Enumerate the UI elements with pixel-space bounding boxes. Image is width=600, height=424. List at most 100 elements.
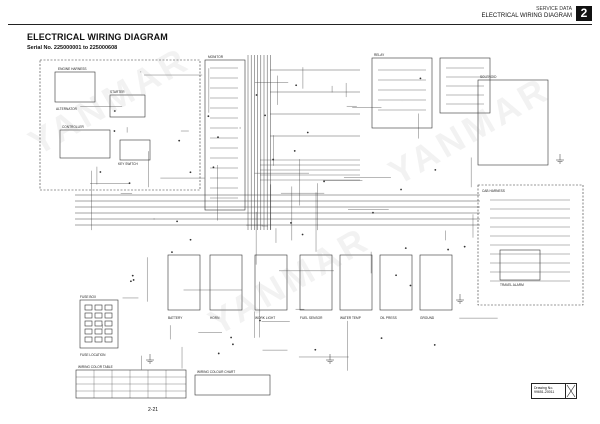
junction-dot: [207, 115, 210, 118]
drawing-label: Drawing No.: [534, 386, 554, 390]
wiring-legend-box: [194, 374, 271, 396]
engine-harness-label: ENGINE HARNESS: [58, 67, 87, 71]
key-switch-box: [119, 139, 151, 161]
starter-box: [109, 94, 146, 118]
water-temp-label: WATER TEMP: [340, 316, 361, 320]
ground-label: GROUND: [420, 316, 435, 320]
junction-dot: [314, 348, 317, 351]
junction-dot: [113, 130, 116, 132]
junction-dot: [447, 248, 450, 251]
junction-dot: [295, 84, 298, 87]
junction-dot: [272, 158, 275, 161]
fuse-slot: [84, 320, 93, 327]
serial-range: Serial No. 225000001 to 225000608: [27, 45, 118, 51]
solenoid-block: [477, 79, 549, 166]
junction-dot: [212, 166, 215, 169]
junction-dot: [395, 274, 397, 277]
junction-dot: [178, 139, 181, 142]
starter-label: STARTER: [110, 90, 125, 94]
junction-dot: [400, 188, 402, 191]
battery-box: [167, 254, 201, 311]
fuse-slot: [84, 304, 93, 311]
fuse-slot: [104, 336, 113, 343]
ground-box: [419, 254, 453, 311]
fuse-slot: [94, 336, 103, 343]
fuel-sensor-label: FUEL SENSOR: [300, 316, 323, 320]
junction-dot: [189, 238, 192, 241]
section-header: SERVICE DATA ELECTRICAL WIRING DIAGRAM: [482, 6, 592, 20]
oil-press-label: OIL PRESS: [380, 316, 397, 320]
junction-dot: [189, 171, 192, 174]
fuse-slot: [104, 312, 113, 319]
page-title: ELECTRICAL WIRING DIAGRAM: [27, 32, 168, 42]
solenoid-label: SOLENOID: [480, 75, 497, 79]
section-title: ELECTRICAL WIRING DIAGRAM: [481, 13, 572, 19]
junction-dot: [128, 182, 131, 185]
junction-dot: [372, 211, 374, 214]
junction-dot: [380, 337, 383, 340]
fuse-slot: [94, 320, 103, 327]
controller-box: [59, 129, 111, 159]
drawing-number: 99651-20011: [534, 390, 555, 394]
fuse-slot: [94, 304, 103, 311]
work-light-box: [254, 254, 288, 311]
fuse-slot: [84, 336, 93, 343]
alternator-label: ALTERNATOR: [56, 107, 78, 111]
junction-dot: [132, 279, 135, 281]
fuse-slot: [104, 328, 113, 335]
monitor-label: MONITOR: [208, 55, 224, 59]
junction-dot: [290, 221, 292, 224]
junction-dot: [255, 94, 258, 96]
relay-block-a: [371, 57, 433, 129]
drawing-mark-icon: [565, 384, 576, 398]
fuse-location-label: FUSE LOCATION: [80, 353, 106, 357]
junction-dot: [259, 319, 261, 322]
fuse-box-label: FUSE BOX: [80, 295, 97, 299]
work-light-label: WORK LIGHT: [255, 316, 275, 320]
travel-alarm-box: [499, 249, 541, 281]
horn-box: [209, 254, 243, 311]
travel-alarm-label: TRAVEL ALARM: [500, 283, 524, 287]
junction-dot: [409, 284, 412, 287]
junction-dot: [176, 220, 178, 223]
junction-dot: [434, 169, 437, 171]
wiring-color-table-label: WIRING COLOR TABLE: [78, 365, 113, 369]
fuse-slot: [104, 320, 113, 327]
junction-dot: [293, 150, 296, 152]
monitor-panel: [204, 59, 246, 211]
junction-dot: [306, 131, 309, 134]
horn-label: HORN: [210, 316, 220, 320]
relay-block-b: [439, 57, 491, 114]
junction-dot: [264, 114, 266, 117]
alternator-box: [54, 71, 96, 103]
relay-label: RELAY: [374, 53, 385, 57]
fuse-slot: [104, 304, 113, 311]
engine-harness-frame: [39, 59, 201, 191]
drawing-number-box: Drawing No. 99651-20011: [531, 383, 577, 399]
junction-dot: [433, 344, 436, 346]
junction-dot: [217, 136, 219, 139]
header-rule: [8, 24, 592, 25]
junction-dot: [404, 247, 407, 250]
junction-dot: [171, 251, 173, 254]
junction-dot: [419, 77, 422, 80]
junction-dot: [463, 245, 466, 248]
junction-dot: [323, 180, 325, 183]
key-switch-label: KEY SWITCH: [118, 162, 138, 166]
junction-dot: [129, 280, 132, 283]
fuel-sensor-box: [299, 254, 333, 311]
junction-dot: [230, 336, 233, 339]
fuse-slot: [94, 328, 103, 335]
fuse-slot: [84, 328, 93, 335]
controller-label: CONTROLLER: [62, 125, 84, 129]
junction-dot: [131, 274, 134, 277]
junction-dot: [99, 171, 102, 173]
fuse-slot: [84, 312, 93, 319]
cab-harness-label: CAB HARNESS: [482, 189, 505, 193]
junction-dot: [301, 233, 304, 236]
junction-dot: [232, 343, 234, 346]
water-temp-box: [339, 254, 373, 311]
fuse-box: [79, 299, 119, 349]
fuse-slot: [94, 312, 103, 319]
